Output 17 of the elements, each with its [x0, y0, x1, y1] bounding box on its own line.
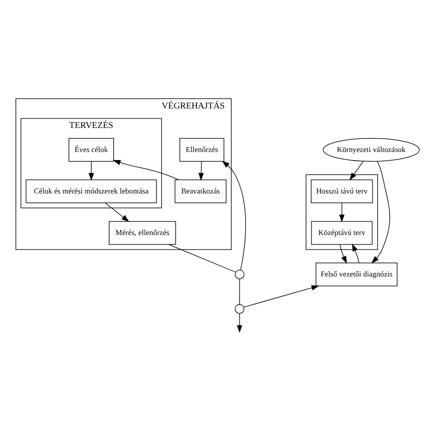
- connector: [168, 244, 236, 272]
- arrow: [340, 244, 347, 264]
- arrow: [339, 202, 345, 222]
- arrow: [236, 312, 242, 332]
- arrow: [349, 160, 364, 180]
- arrow: [243, 284, 320, 307]
- arrow: [88, 160, 94, 180]
- node-circle: [234, 304, 244, 314]
- arrow: [352, 243, 360, 263]
- connector: [239, 278, 240, 304]
- arrow: [112, 160, 179, 180]
- arrow: [104, 202, 130, 222]
- arrow: [222, 160, 246, 270]
- arrow: [371, 160, 390, 263]
- cluster: [306, 174, 378, 250]
- node-circle: [234, 269, 244, 279]
- arrow: [198, 160, 204, 180]
